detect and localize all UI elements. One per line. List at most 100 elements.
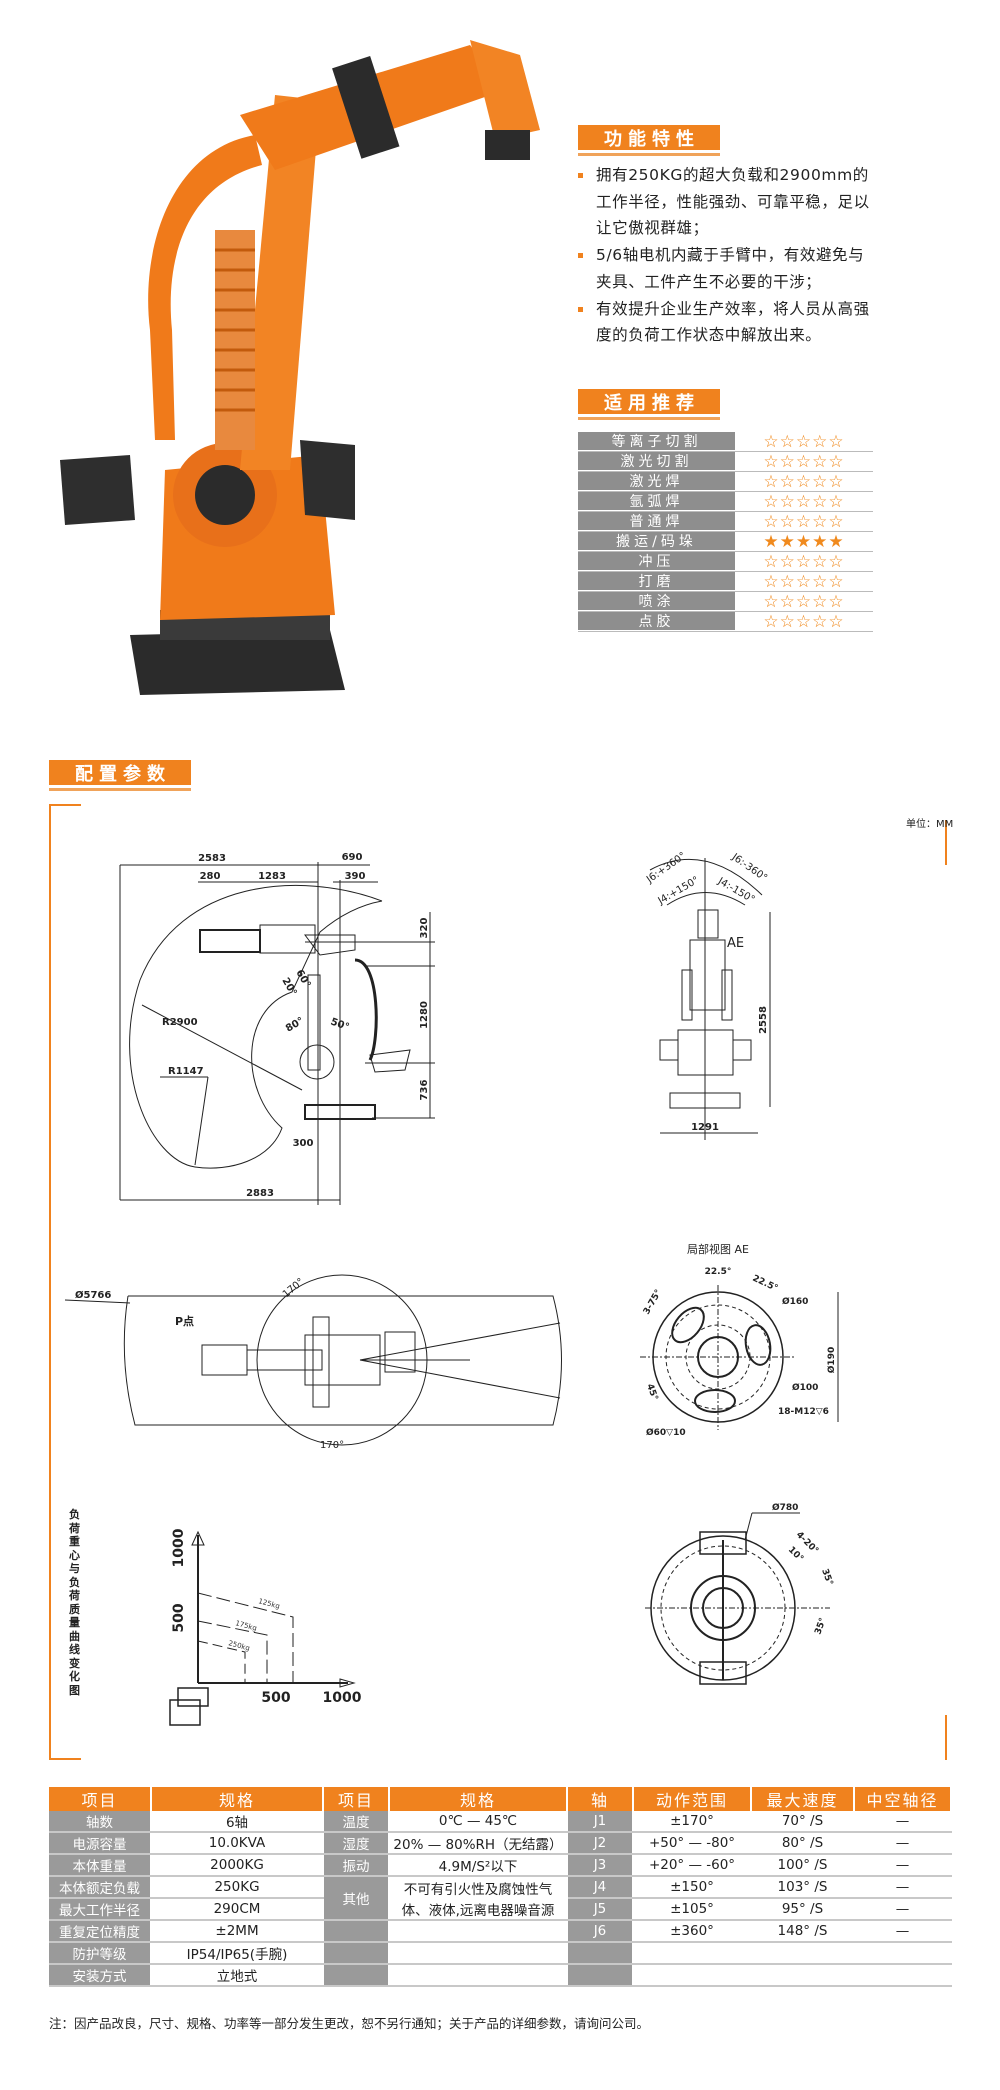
dim-label: R1147 [168, 1066, 204, 1077]
spec-value: 290CM [151, 1898, 324, 1921]
technical-drawings: 2583 690 280 1283 390 320 1280 736 R2900… [64, 850, 839, 1726]
axis-range: ±105° [633, 1898, 752, 1921]
frame-line [49, 1758, 81, 1760]
axis-range: +50° — -80° [633, 1832, 752, 1855]
angle-label: 22.5° [705, 1267, 732, 1277]
recommend-row: 打磨 ☆☆☆☆☆ [578, 572, 873, 592]
recommend-row: 喷涂☆☆☆☆☆ [578, 592, 873, 612]
axis-hollow: — [854, 1811, 952, 1833]
curve-label: 250kg [227, 1639, 250, 1652]
col-header: 规格 [389, 1787, 568, 1811]
spec-row: 安装方式立地式 [49, 1964, 952, 1987]
angle-label: 60° [293, 968, 312, 990]
feature-item: 5/6轴电机内藏于手臂中，有效避免与夹具、工件产生不必要的干涉； [578, 242, 878, 295]
angle-label: 22.5° [751, 1274, 779, 1294]
application-label: 打磨 [578, 572, 735, 591]
spec-value: 10.0KVA [151, 1832, 324, 1855]
recommend-row: 点胶☆☆☆☆☆ [578, 612, 873, 632]
footnote: 注：因产品改良，尺寸、规格、功率等一部分发生更改，恕不另行通知；关于产品的详细参… [49, 2016, 650, 2031]
empty-cell [323, 1920, 390, 1943]
axis-hollow: — [854, 1898, 952, 1921]
axis-label: J6 [567, 1920, 634, 1943]
empty-cell [389, 1920, 568, 1943]
empty-cell [633, 1964, 952, 1987]
axis-label: J1 [567, 1811, 634, 1833]
dim-label: Ø60▽10 [646, 1427, 686, 1438]
config-heading: 配置参数 [49, 760, 191, 788]
recommend-row: 激光焊☆☆☆☆☆ [578, 472, 873, 492]
col-header: 项目 [49, 1787, 152, 1811]
robot-product-image [60, 40, 540, 695]
application-label: 等离子切割 [578, 432, 735, 451]
star-rating: ☆☆☆☆☆ [763, 432, 845, 452]
angle-label: 35° [819, 1568, 834, 1587]
y-tick-label: 500 [171, 1603, 187, 1632]
recommend-row: 普通焊☆☆☆☆☆ [578, 512, 873, 532]
star-rating: ☆☆☆☆☆ [763, 472, 845, 492]
spec-label: 温度 [323, 1811, 390, 1833]
angle-label: 20° [279, 976, 298, 998]
recommend-row: 等离子切割 ☆☆☆☆☆ [578, 432, 873, 452]
axis-speed: 103° /S [751, 1876, 855, 1899]
spec-label: 振动 [323, 1854, 390, 1877]
spec-label: 本体重量 [49, 1854, 152, 1877]
load-chart-title: 负荷重心与负荷质量曲线变化图 [69, 1508, 80, 1697]
spec-label: 其他 [323, 1876, 390, 1921]
axis-hollow: — [854, 1854, 952, 1877]
dim-label: 320 [419, 918, 430, 939]
features-heading: 功能特性 [578, 125, 720, 153]
detail-ae-drawing: 局部视图 AE 22.5° 22.5° 3-75° Ø160 Ø100 18-M… [640, 1242, 839, 1438]
axis-label: J2 [567, 1832, 634, 1855]
spec-value: 250KG [151, 1876, 324, 1899]
dim-label: Ø190 [826, 1347, 837, 1373]
application-label: 喷涂 [578, 592, 735, 611]
dim-label: 18-M12▽6 [778, 1407, 829, 1417]
axis-label: J5 [567, 1898, 634, 1921]
axis-speed: 95° /S [751, 1898, 855, 1921]
p-point-label: P点 [175, 1314, 194, 1328]
recommend-table: 等离子切割 ☆☆☆☆☆ 激光切割☆☆☆☆☆ 激光焊☆☆☆☆☆ 氩弧焊☆☆☆☆☆ 普… [578, 432, 873, 632]
dim-label: Ø5766 [75, 1289, 111, 1301]
top-view-drawing: Ø5766 170° 170° P点 [64, 1274, 562, 1451]
spec-label: 安装方式 [49, 1964, 152, 1987]
spec-label: 电源容量 [49, 1832, 152, 1855]
detail-title: 局部视图 AE [687, 1242, 749, 1256]
spec-value: IP54/IP65(手腕) [151, 1942, 324, 1965]
star-rating: ★★★★★ [763, 532, 845, 552]
col-header: 动作范围 [633, 1787, 752, 1811]
axis-range: ±170° [633, 1811, 752, 1833]
empty-cell [389, 1964, 568, 1987]
dim-label: R2900 [162, 1017, 198, 1028]
col-header: 最大速度 [751, 1787, 855, 1811]
spec-value: 0℃ — 45℃ [389, 1811, 568, 1833]
empty-cell [633, 1942, 952, 1965]
empty-cell [389, 1942, 568, 1965]
dim-label: 300 [293, 1138, 314, 1149]
view-marker: AE [727, 936, 744, 951]
frame-line [945, 820, 947, 865]
empty-cell [567, 1964, 634, 1987]
axis-speed: 70° /S [751, 1811, 855, 1833]
axis-speed: 80° /S [751, 1832, 855, 1855]
frame-line [49, 804, 81, 806]
axis-speed: 148° /S [751, 1920, 855, 1943]
angle-label: 3-75° [642, 1288, 664, 1316]
recommend-row: 氩弧焊☆☆☆☆☆ [578, 492, 873, 512]
dim-label: 1283 [258, 871, 286, 882]
spec-value: 4.9M/S²以下 [389, 1854, 568, 1877]
angle-label: 35° [813, 1617, 828, 1636]
spec-value: 2000KG [151, 1854, 324, 1877]
star-rating: ☆☆☆☆☆ [763, 452, 845, 472]
application-label: 点胶 [578, 612, 735, 631]
load-chart: 1000 500 500 1000 125kg 175kg 250kg [169, 1528, 362, 1726]
star-rating: ☆☆☆☆☆ [763, 572, 845, 592]
recommend-row: 激光切割☆☆☆☆☆ [578, 452, 873, 472]
dim-label: Ø100 [792, 1382, 818, 1393]
dim-label: 280 [200, 871, 221, 882]
side-view-drawing: 2583 690 280 1283 390 320 1280 736 R2900… [119, 852, 435, 1205]
frame-line [49, 804, 51, 1760]
dim-label: 2558 [758, 1006, 769, 1034]
